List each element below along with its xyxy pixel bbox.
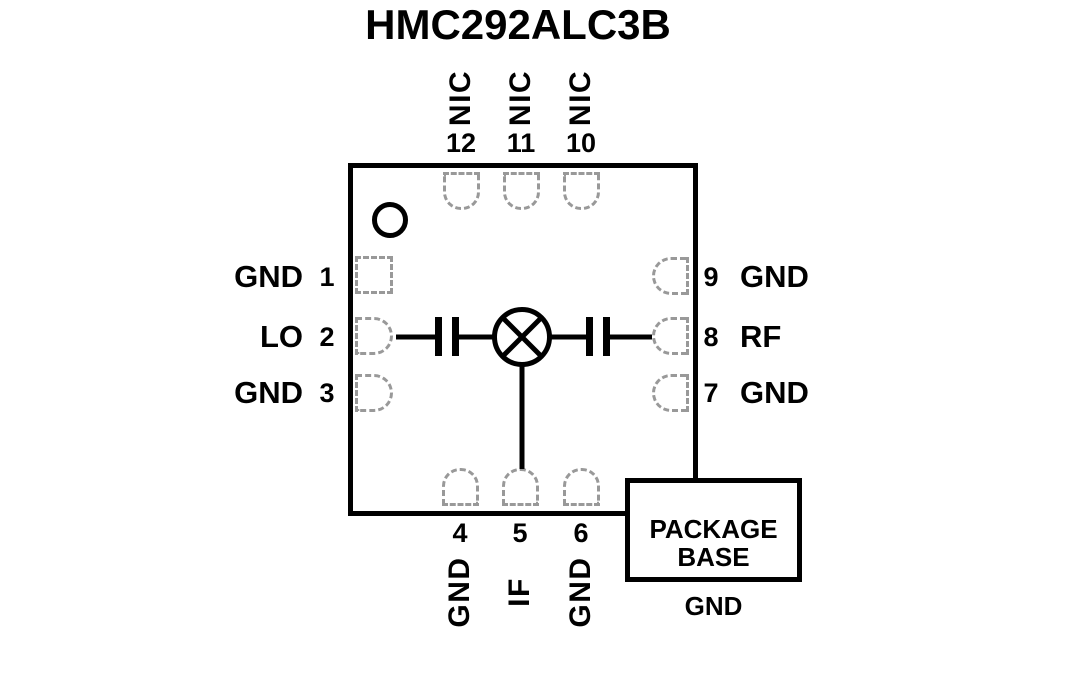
pin-11-number: 11: [506, 128, 536, 158]
pin-4-label: GND: [443, 556, 476, 628]
pad-10: [563, 172, 600, 210]
pin-5-label: IF: [503, 577, 536, 607]
pad-9: [652, 257, 689, 295]
pin-8-number: 8: [703, 322, 719, 352]
pin-6-label: GND: [564, 556, 597, 628]
pad-7: [652, 374, 689, 412]
pin-12-number: 12: [445, 128, 477, 158]
pad-12: [443, 172, 480, 210]
pin-1-number: 1: [319, 262, 335, 292]
pin-3-label: GND: [234, 375, 303, 410]
pad-8: [652, 317, 689, 355]
pad-2: [355, 317, 393, 355]
pin-3-number: 3: [319, 378, 335, 408]
pad-11: [503, 172, 540, 210]
pin-12-label: NIC: [444, 69, 477, 127]
pin-10-label: NIC: [564, 69, 597, 127]
pin-9-number: 9: [703, 262, 719, 292]
package-base-gnd-label: GND: [684, 591, 743, 621]
pin-7-label: GND: [740, 375, 809, 410]
chip-title: HMC292ALC3B: [365, 1, 671, 48]
pin-2-label: LO: [259, 319, 303, 354]
pin-7-number: 7: [703, 378, 719, 408]
pin-10-number: 10: [565, 128, 597, 158]
mixer-x-icon: [500, 315, 544, 359]
pad-4: [442, 468, 479, 506]
mixer-schematic: [396, 307, 652, 469]
pin-5-number: 5: [512, 518, 528, 548]
package-base-line1: PACKAGE: [649, 514, 778, 544]
pin-4-number: 4: [452, 518, 468, 548]
pad-3: [355, 374, 393, 412]
pin-8-label: RF: [740, 319, 782, 354]
pad-1: [355, 256, 393, 294]
pin-11-label: NIC: [504, 69, 537, 127]
package-base-box: PACKAGE BASE: [625, 478, 802, 582]
pad-5: [502, 468, 539, 506]
package-base-text: PACKAGE BASE: [630, 515, 797, 571]
package-base-line2: BASE: [677, 542, 750, 572]
pin1-marker-icon: [372, 202, 408, 238]
pin-2-number: 2: [319, 322, 335, 352]
pin-6-number: 6: [573, 518, 589, 548]
pad-6: [563, 468, 600, 506]
pin-1-label: GND: [234, 259, 303, 294]
pin-9-label: GND: [740, 259, 809, 294]
